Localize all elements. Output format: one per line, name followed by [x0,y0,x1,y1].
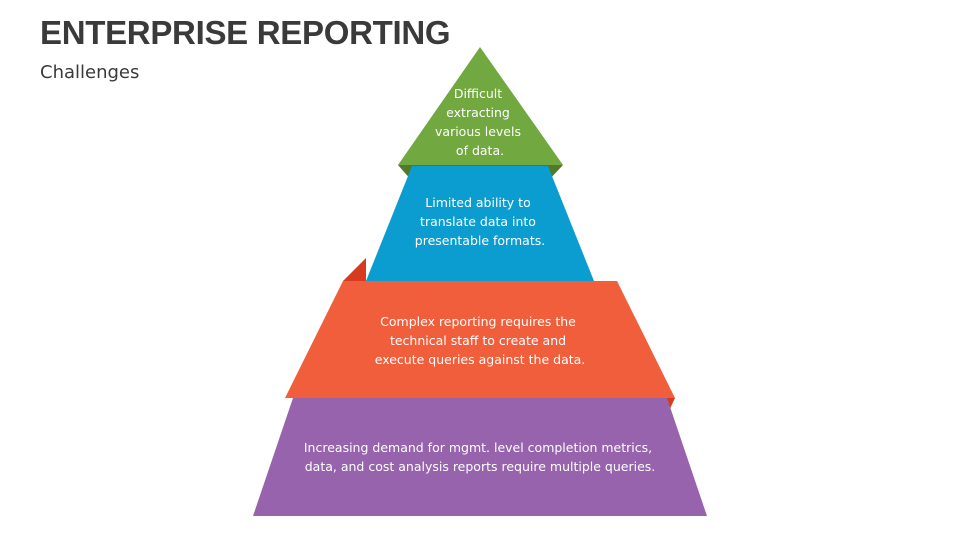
tier-3-text: Complex reporting requires the technical… [375,314,586,367]
tier-1-line: extracting [446,105,510,120]
tier-1-line: of data. [456,143,504,158]
tier-4-text: Increasing demand for mgmt. level comple… [304,440,656,474]
tier-3-line: technical staff to create and [390,333,566,348]
tier-2-line: translate data into [420,214,536,229]
tier-1-line: Difficult [454,86,502,101]
tier-2-shape [366,166,594,281]
tier-4-line: data, and cost analysis reports require … [305,459,656,474]
tier-3-line: execute queries against the data. [375,352,586,367]
tier-2-line: Limited ability to [425,195,530,210]
tier-1-shape [398,47,563,165]
tier-3-line: Complex reporting requires the [380,314,576,329]
tier-3-shape [285,281,675,398]
tier-4-shape [253,398,707,516]
tier-2-fold-left [343,258,366,281]
tier-1-line: various levels [435,124,521,139]
slide-title: ENTERPRISE REPORTING [40,14,451,51]
slide-subtitle: Challenges [40,62,140,83]
tier-1-text: Difficult extracting various levels of d… [435,86,525,158]
tier-2-line: presentable formats. [415,233,545,248]
tier-4-line: Increasing demand for mgmt. level comple… [304,440,652,455]
tier-2-text: Limited ability to translate data into p… [415,195,545,248]
